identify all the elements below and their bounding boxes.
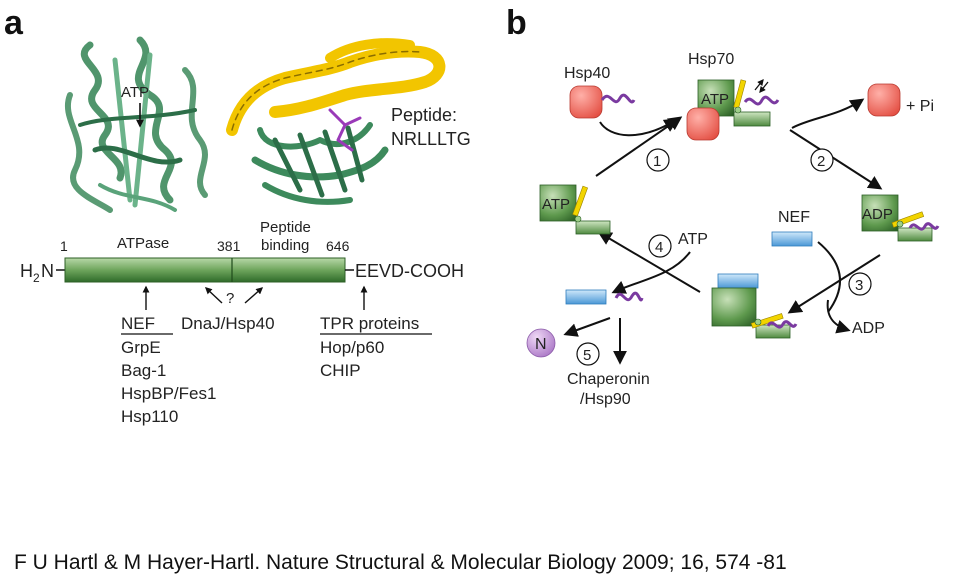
step-number: 2 — [810, 148, 834, 172]
tpr-item: CHIP — [320, 361, 361, 380]
native-protein — [526, 328, 556, 358]
tpr-item: Hop/p60 — [320, 338, 384, 357]
hsp70-adp-state — [861, 194, 899, 232]
peptide-domain-label-line1: Peptide — [260, 219, 311, 236]
panel-b-label: b — [506, 4, 527, 42]
step-number: 4 — [648, 234, 672, 258]
hsp70-nef-complex — [711, 287, 757, 327]
dnaj-label: DnaJ/Hsp40 — [181, 314, 275, 333]
step-number: 1 — [646, 148, 670, 172]
adp-release-label: ADP — [852, 320, 885, 337]
step-number: 5 — [576, 342, 600, 366]
hsp70-domain-bar — [64, 257, 346, 283]
nef-item: HspBP/Fes1 — [121, 384, 216, 403]
svg-text:4: 4 — [655, 239, 663, 256]
adp-right-label: ADP — [862, 206, 893, 223]
panel-a-label: a — [4, 4, 24, 42]
peptide-label: Peptide: — [391, 105, 457, 125]
substrate-peptide — [600, 93, 636, 104]
svg-text:H: H — [20, 261, 33, 281]
dnaj-pointer-left — [204, 287, 223, 304]
svg-text:N: N — [41, 261, 54, 281]
chaperonin-label-line1: Chaperonin — [567, 371, 650, 388]
hsp70-label: Hsp70 — [688, 51, 734, 68]
peptide-binding-domain-structure — [226, 38, 446, 205]
cycle-arrow-step1 — [595, 116, 683, 177]
c-terminus-label: EEVD-COOH — [355, 261, 464, 281]
tpr-header: TPR proteins — [320, 314, 419, 333]
position-381: 381 — [217, 238, 241, 254]
atp-structure-label: ATP — [121, 84, 149, 101]
native-fold-arrow — [563, 317, 611, 337]
svg-text:3: 3 — [855, 277, 863, 294]
svg-text:5: 5 — [583, 347, 591, 364]
native-label: N — [535, 336, 547, 353]
nef-released — [565, 289, 607, 305]
adp-release-arrow — [826, 299, 851, 334]
hsp70-atp-state — [539, 184, 577, 222]
dnaj-pointer-right — [244, 287, 264, 304]
atp-top-label: ATP — [701, 91, 729, 108]
n-terminus-label: H 2 N — [20, 261, 54, 285]
atp-step4-label: ATP — [678, 231, 708, 248]
released-substrate — [614, 291, 644, 302]
cycle-arrow-step4 — [597, 231, 701, 293]
position-1: 1 — [60, 238, 68, 254]
svg-text:2: 2 — [33, 271, 40, 285]
lid-helix — [733, 79, 747, 109]
question-mark: ? — [226, 290, 234, 307]
nef-release-arrow — [611, 251, 691, 294]
nef-item: GrpE — [121, 338, 161, 357]
hsp40-delivery-arrow — [599, 118, 679, 137]
hsp40-bound — [686, 107, 720, 141]
atpase-domain-label: ATPase — [117, 235, 169, 252]
position-646: 646 — [326, 238, 350, 254]
cycle-arrow-step3 — [787, 254, 881, 314]
hsp70-sbd — [733, 111, 771, 127]
nef-bound — [717, 273, 759, 289]
plus-pi-label: + Pi — [906, 98, 934, 115]
lid-helix-open — [572, 185, 588, 217]
peptide-domain-label-line2: binding — [261, 237, 309, 254]
pi-release-arrow — [791, 98, 865, 129]
hsp40-released — [867, 83, 901, 117]
chaperonin-label-line2: /Hsp90 — [580, 391, 631, 408]
peptide-sequence: NRLLLTG — [391, 129, 471, 149]
citation: F U Hartl & M Hayer-Hartl. Nature Struct… — [14, 551, 787, 574]
nef-protein — [771, 231, 813, 247]
svg-text:2: 2 — [817, 153, 825, 170]
atpase-domain-structure — [65, 36, 208, 213]
nef-label: NEF — [778, 209, 810, 226]
svg-text:1: 1 — [653, 153, 661, 170]
nef-item: Hsp110 — [121, 407, 178, 426]
step-number: 3 — [848, 272, 872, 296]
nef-item: Bag-1 — [121, 361, 166, 380]
hsp40-label: Hsp40 — [564, 65, 610, 82]
hsp40-cochaperone — [569, 85, 603, 119]
nef-header: NEF — [121, 314, 155, 333]
cycle-arrow-step2 — [789, 129, 883, 190]
atp-left-label: ATP — [542, 196, 570, 213]
